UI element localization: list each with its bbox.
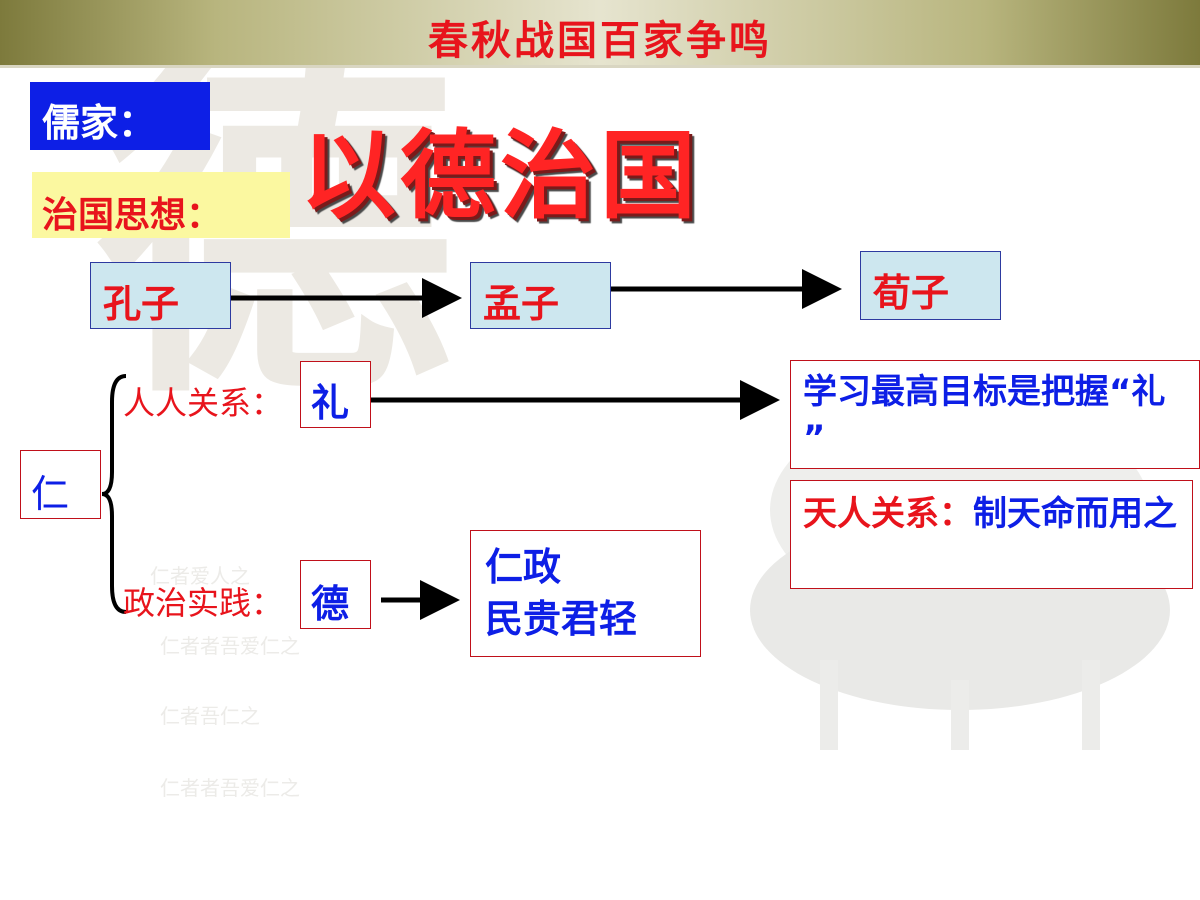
interpersonal-relation-label: 人人关系： (123, 384, 284, 422)
policy-line-people-valued: 民贵君轻 (485, 597, 638, 641)
policy-box: 仁政 民贵君轻 (470, 530, 701, 657)
background-script-line: 仁者者吾爱仁之 (160, 776, 300, 800)
concept-li: 礼 (300, 361, 371, 428)
heaven-man-relation-box: 天人关系：制天命而用之 (790, 480, 1193, 589)
governance-label: 治国思想： (32, 172, 290, 238)
governance-slogan: 以德治国 (300, 120, 700, 232)
background-script-line: 仁者吾仁之 (160, 704, 260, 728)
thinker-xunzi: 荀子 (860, 251, 1001, 320)
background-script-line: 仁者爱人之 (150, 564, 250, 588)
title-bar (0, 0, 1200, 68)
slide-title: 春秋战国百家争鸣 (428, 18, 772, 64)
heaven-man-relation-text: 制天命而用之 (973, 494, 1177, 534)
concept-de: 德 (300, 560, 371, 629)
core-concept-ren: 仁 (20, 450, 101, 519)
political-practice-label: 政治实践： (123, 584, 284, 622)
background-script-line: 仁者者吾爱仁之 (160, 634, 300, 658)
policy-line-benevolent-government: 仁政 (485, 545, 562, 589)
thinker-mengzi: 孟子 (470, 262, 611, 329)
curly-brace (101, 374, 127, 614)
thinker-kongzi: 孔子 (90, 262, 231, 329)
school-label: 儒家： (30, 82, 210, 150)
learning-goal-box: 学习最高目标是把握“礼 ” (790, 360, 1200, 469)
heaven-man-relation-label: 天人关系： (803, 494, 973, 534)
